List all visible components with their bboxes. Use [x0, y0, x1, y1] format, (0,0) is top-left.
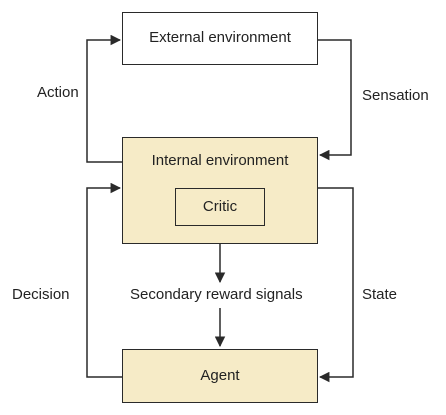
state-label: State — [362, 286, 398, 304]
secondary-reward-signals-label: Secondary reward signals — [128, 286, 305, 304]
critic-box: Critic — [175, 188, 265, 226]
agent-box: Agent — [122, 349, 318, 403]
decision-arrow — [86, 182, 122, 378]
internal-environment-box: Internal environment Critic — [122, 137, 318, 244]
sensation-arrow — [318, 39, 352, 161]
action-label: Action — [37, 84, 79, 102]
agent-label: Agent — [200, 367, 240, 384]
sensation-label: Sensation — [362, 87, 429, 105]
decision-label: Decision — [12, 286, 70, 304]
external-environment-box: External environment — [122, 12, 318, 65]
internal-environment-label: Internal environment — [151, 152, 289, 169]
external-environment-label: External environment — [149, 29, 291, 46]
action-arrow — [86, 34, 122, 163]
state-arrow — [318, 187, 354, 383]
critic-label: Critic — [202, 198, 238, 215]
